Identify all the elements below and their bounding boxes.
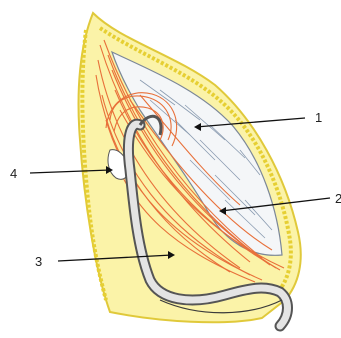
- label-2: 2: [335, 191, 341, 206]
- label-4: 4: [10, 166, 17, 181]
- label-1: 1: [315, 110, 322, 125]
- label-3: 3: [35, 254, 42, 269]
